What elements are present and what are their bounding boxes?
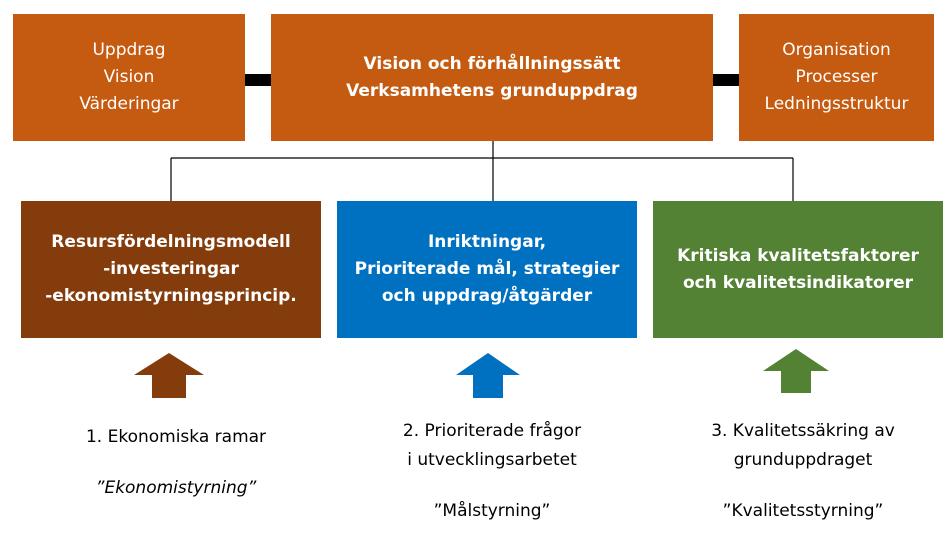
quality-line: Kritiska kvalitetsfaktorer bbox=[677, 245, 919, 266]
up-arrow-icon bbox=[763, 349, 829, 393]
vision-line: Vision och förhållningssätt bbox=[363, 53, 621, 74]
organisation-line: Organisation bbox=[782, 40, 891, 60]
up-arrow-icon bbox=[134, 353, 204, 398]
caption-heading: 2. Prioriterade frågor bbox=[402, 421, 582, 441]
caption-heading: i utvecklingsarbetet bbox=[407, 450, 577, 470]
vision-line: Verksamhetens grunduppdrag bbox=[346, 80, 638, 101]
mission-box: Uppdrag Vision Värderingar bbox=[13, 14, 245, 141]
caption-control-type: ”Kvalitetsstyrning” bbox=[722, 501, 884, 521]
organisation-line: Ledningsstruktur bbox=[764, 94, 909, 114]
resource-line: -ekonomistyrningsprincip. bbox=[45, 286, 297, 306]
double-headed-arrow-icon bbox=[691, 66, 762, 94]
mission-line: Vision bbox=[103, 67, 155, 87]
caption-heading: 3. Kvalitetssäkring av bbox=[711, 421, 895, 441]
quality-line: och kvalitetsindikatorer bbox=[683, 272, 913, 293]
double-headed-arrow-icon bbox=[222, 66, 293, 94]
direction-goals-box: Inriktningar, Prioriterade mål, strategi… bbox=[337, 201, 637, 338]
organisation-box: Organisation Processer Ledningsstruktur bbox=[739, 14, 934, 141]
resource-line: -investeringar bbox=[103, 259, 239, 279]
caption-heading: grunduppdraget bbox=[733, 450, 873, 470]
up-arrow-icon bbox=[456, 353, 520, 398]
resource-allocation-box: Resursfördelningsmodell -investeringar -… bbox=[21, 201, 321, 338]
caption-control-type: ”Målstyrning” bbox=[433, 501, 551, 521]
direction-line: Prioriterade mål, strategier bbox=[354, 259, 620, 279]
vision-box: Vision och förhållningssätt Verksamheten… bbox=[271, 14, 713, 141]
organisation-line: Processer bbox=[795, 67, 878, 87]
quality-caption: 3. Kvalitetssäkring av grunduppdraget ”K… bbox=[653, 417, 945, 526]
mission-line: Värderingar bbox=[79, 94, 179, 114]
mission-line: Uppdrag bbox=[92, 40, 166, 60]
priorities-caption: 2. Prioriterade frågor i utvecklingsarbe… bbox=[337, 417, 647, 526]
direction-line: Inriktningar, bbox=[427, 232, 547, 252]
economic-caption: 1. Ekonomiska ramar ”Ekonomistyrning” bbox=[21, 423, 331, 503]
caption-heading: 1. Ekonomiska ramar bbox=[85, 427, 267, 447]
direction-line: och uppdrag/åtgärder bbox=[381, 286, 593, 306]
caption-control-type: ”Ekonomistyrning” bbox=[95, 478, 257, 498]
quality-factors-box: Kritiska kvalitetsfaktorer och kvalitets… bbox=[653, 201, 943, 338]
resource-line: Resursfördelningsmodell bbox=[51, 232, 291, 252]
